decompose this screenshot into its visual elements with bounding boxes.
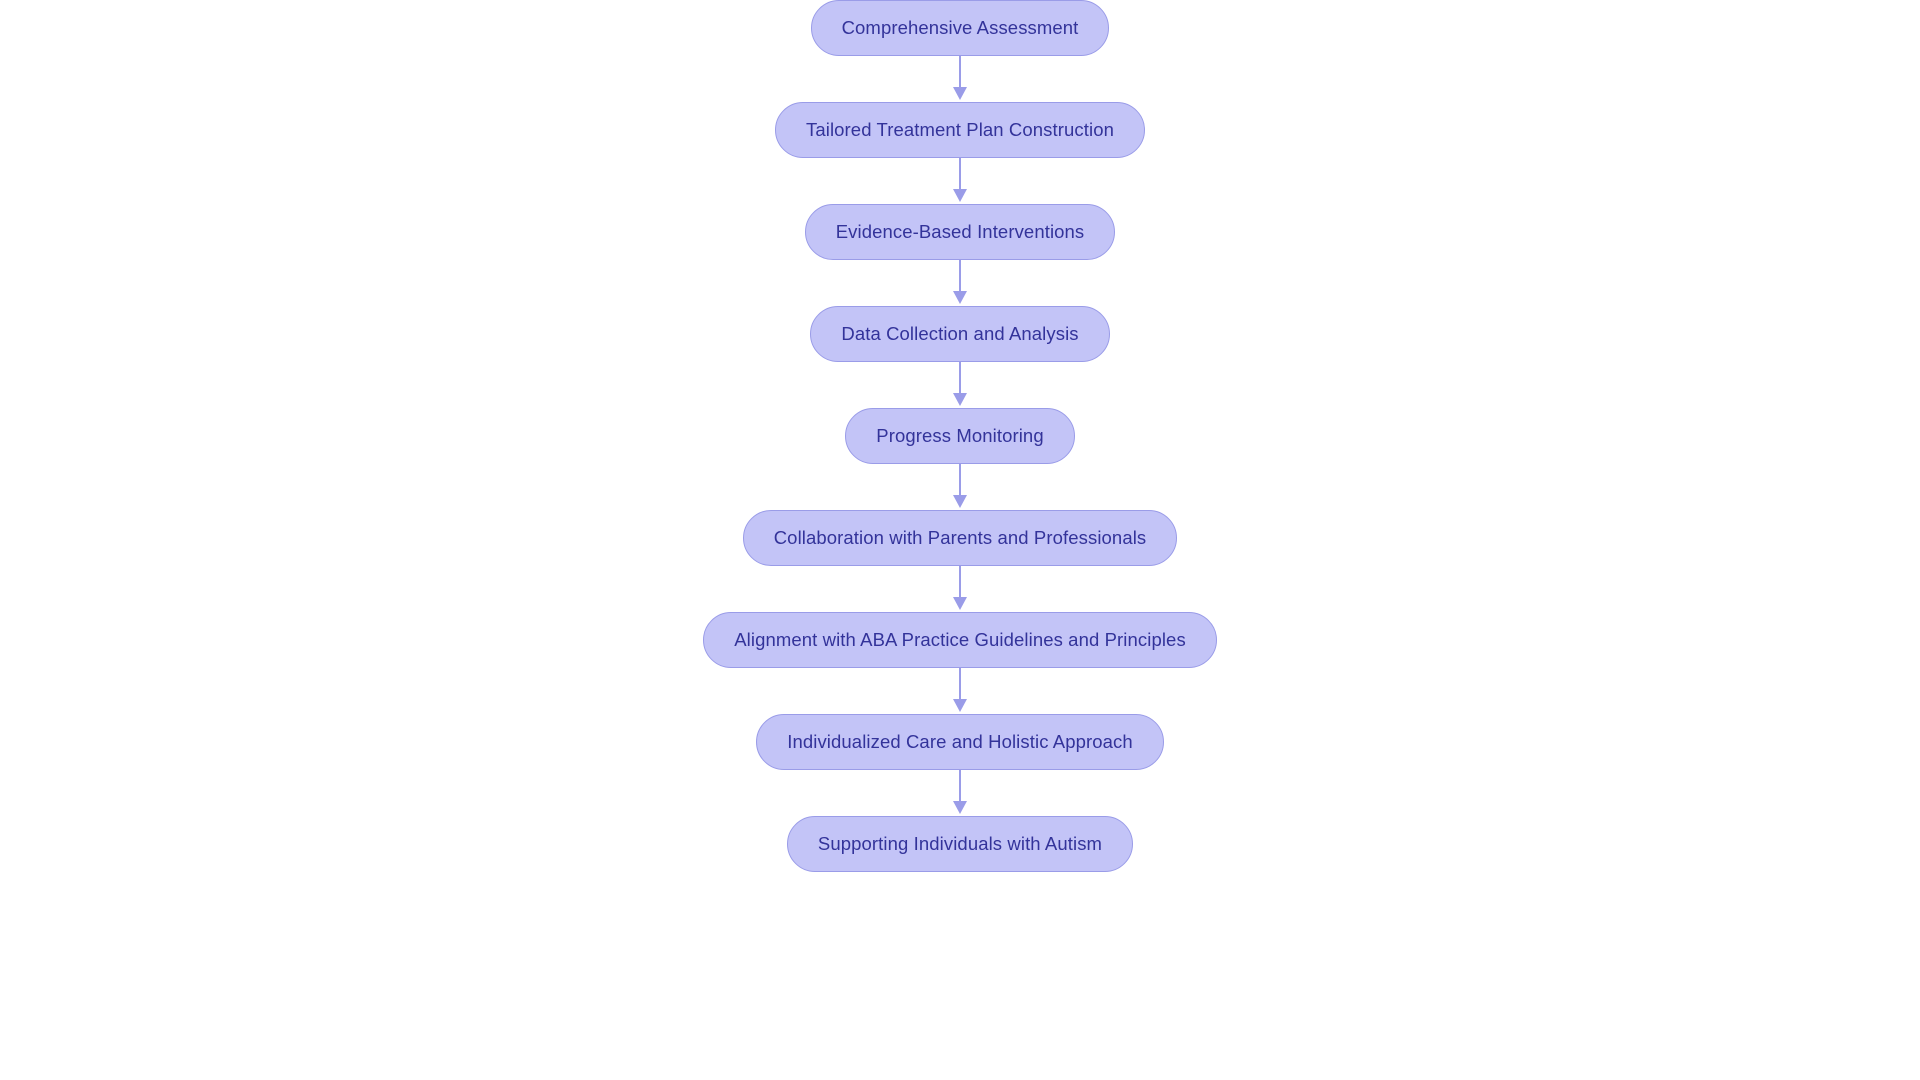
- flowchart-node-individualized-care-and-holistic-approach[interactable]: Individualized Care and Holistic Approac…: [756, 714, 1164, 770]
- flowchart-node-collaboration-with-parents-and-professionals[interactable]: Collaboration with Parents and Professio…: [742, 510, 1178, 566]
- flowchart-node-tailored-treatment-plan-construction[interactable]: Tailored Treatment Plan Construction: [775, 102, 1145, 158]
- flowchart-node-evidence-based-interventions[interactable]: Evidence-Based Interventions: [804, 204, 1116, 260]
- flowchart-node-alignment-with-aba-practice-guidelines-and-principles[interactable]: Alignment with ABA Practice Guidelines a…: [703, 612, 1217, 668]
- flowchart-node-label: Supporting Individuals with Autism: [817, 832, 1103, 854]
- flowchart-node-label: Comprehensive Assessment: [841, 16, 1079, 38]
- flowchart-node-data-collection-and-analysis[interactable]: Data Collection and Analysis: [810, 306, 1110, 362]
- flowchart-node-label: Evidence-Based Interventions: [835, 220, 1085, 242]
- down-arrow-icon: [943, 668, 977, 714]
- down-arrow-icon: [943, 260, 977, 306]
- flowchart-node-comprehensive-assessment[interactable]: Comprehensive Assessment: [810, 0, 1110, 56]
- down-arrow-icon: [943, 770, 977, 816]
- down-arrow-icon: [943, 464, 977, 510]
- down-arrow-icon: [943, 158, 977, 204]
- flowchart-node-label: Tailored Treatment Plan Construction: [806, 118, 1114, 140]
- flowchart-node-label: Progress Monitoring: [876, 424, 1044, 446]
- flowchart-node-label: Alignment with ABA Practice Guidelines a…: [734, 628, 1186, 650]
- down-arrow-icon: [943, 56, 977, 102]
- down-arrow-icon: [943, 566, 977, 612]
- flowchart-node-label: Collaboration with Parents and Professio…: [773, 526, 1147, 548]
- flowchart-node-supporting-individuals-with-autism[interactable]: Supporting Individuals with Autism: [786, 816, 1134, 872]
- down-arrow-icon: [943, 362, 977, 408]
- flowchart-node-progress-monitoring[interactable]: Progress Monitoring: [845, 408, 1075, 464]
- flowchart-node-label: Individualized Care and Holistic Approac…: [787, 730, 1133, 752]
- flowchart-node-label: Data Collection and Analysis: [841, 322, 1079, 344]
